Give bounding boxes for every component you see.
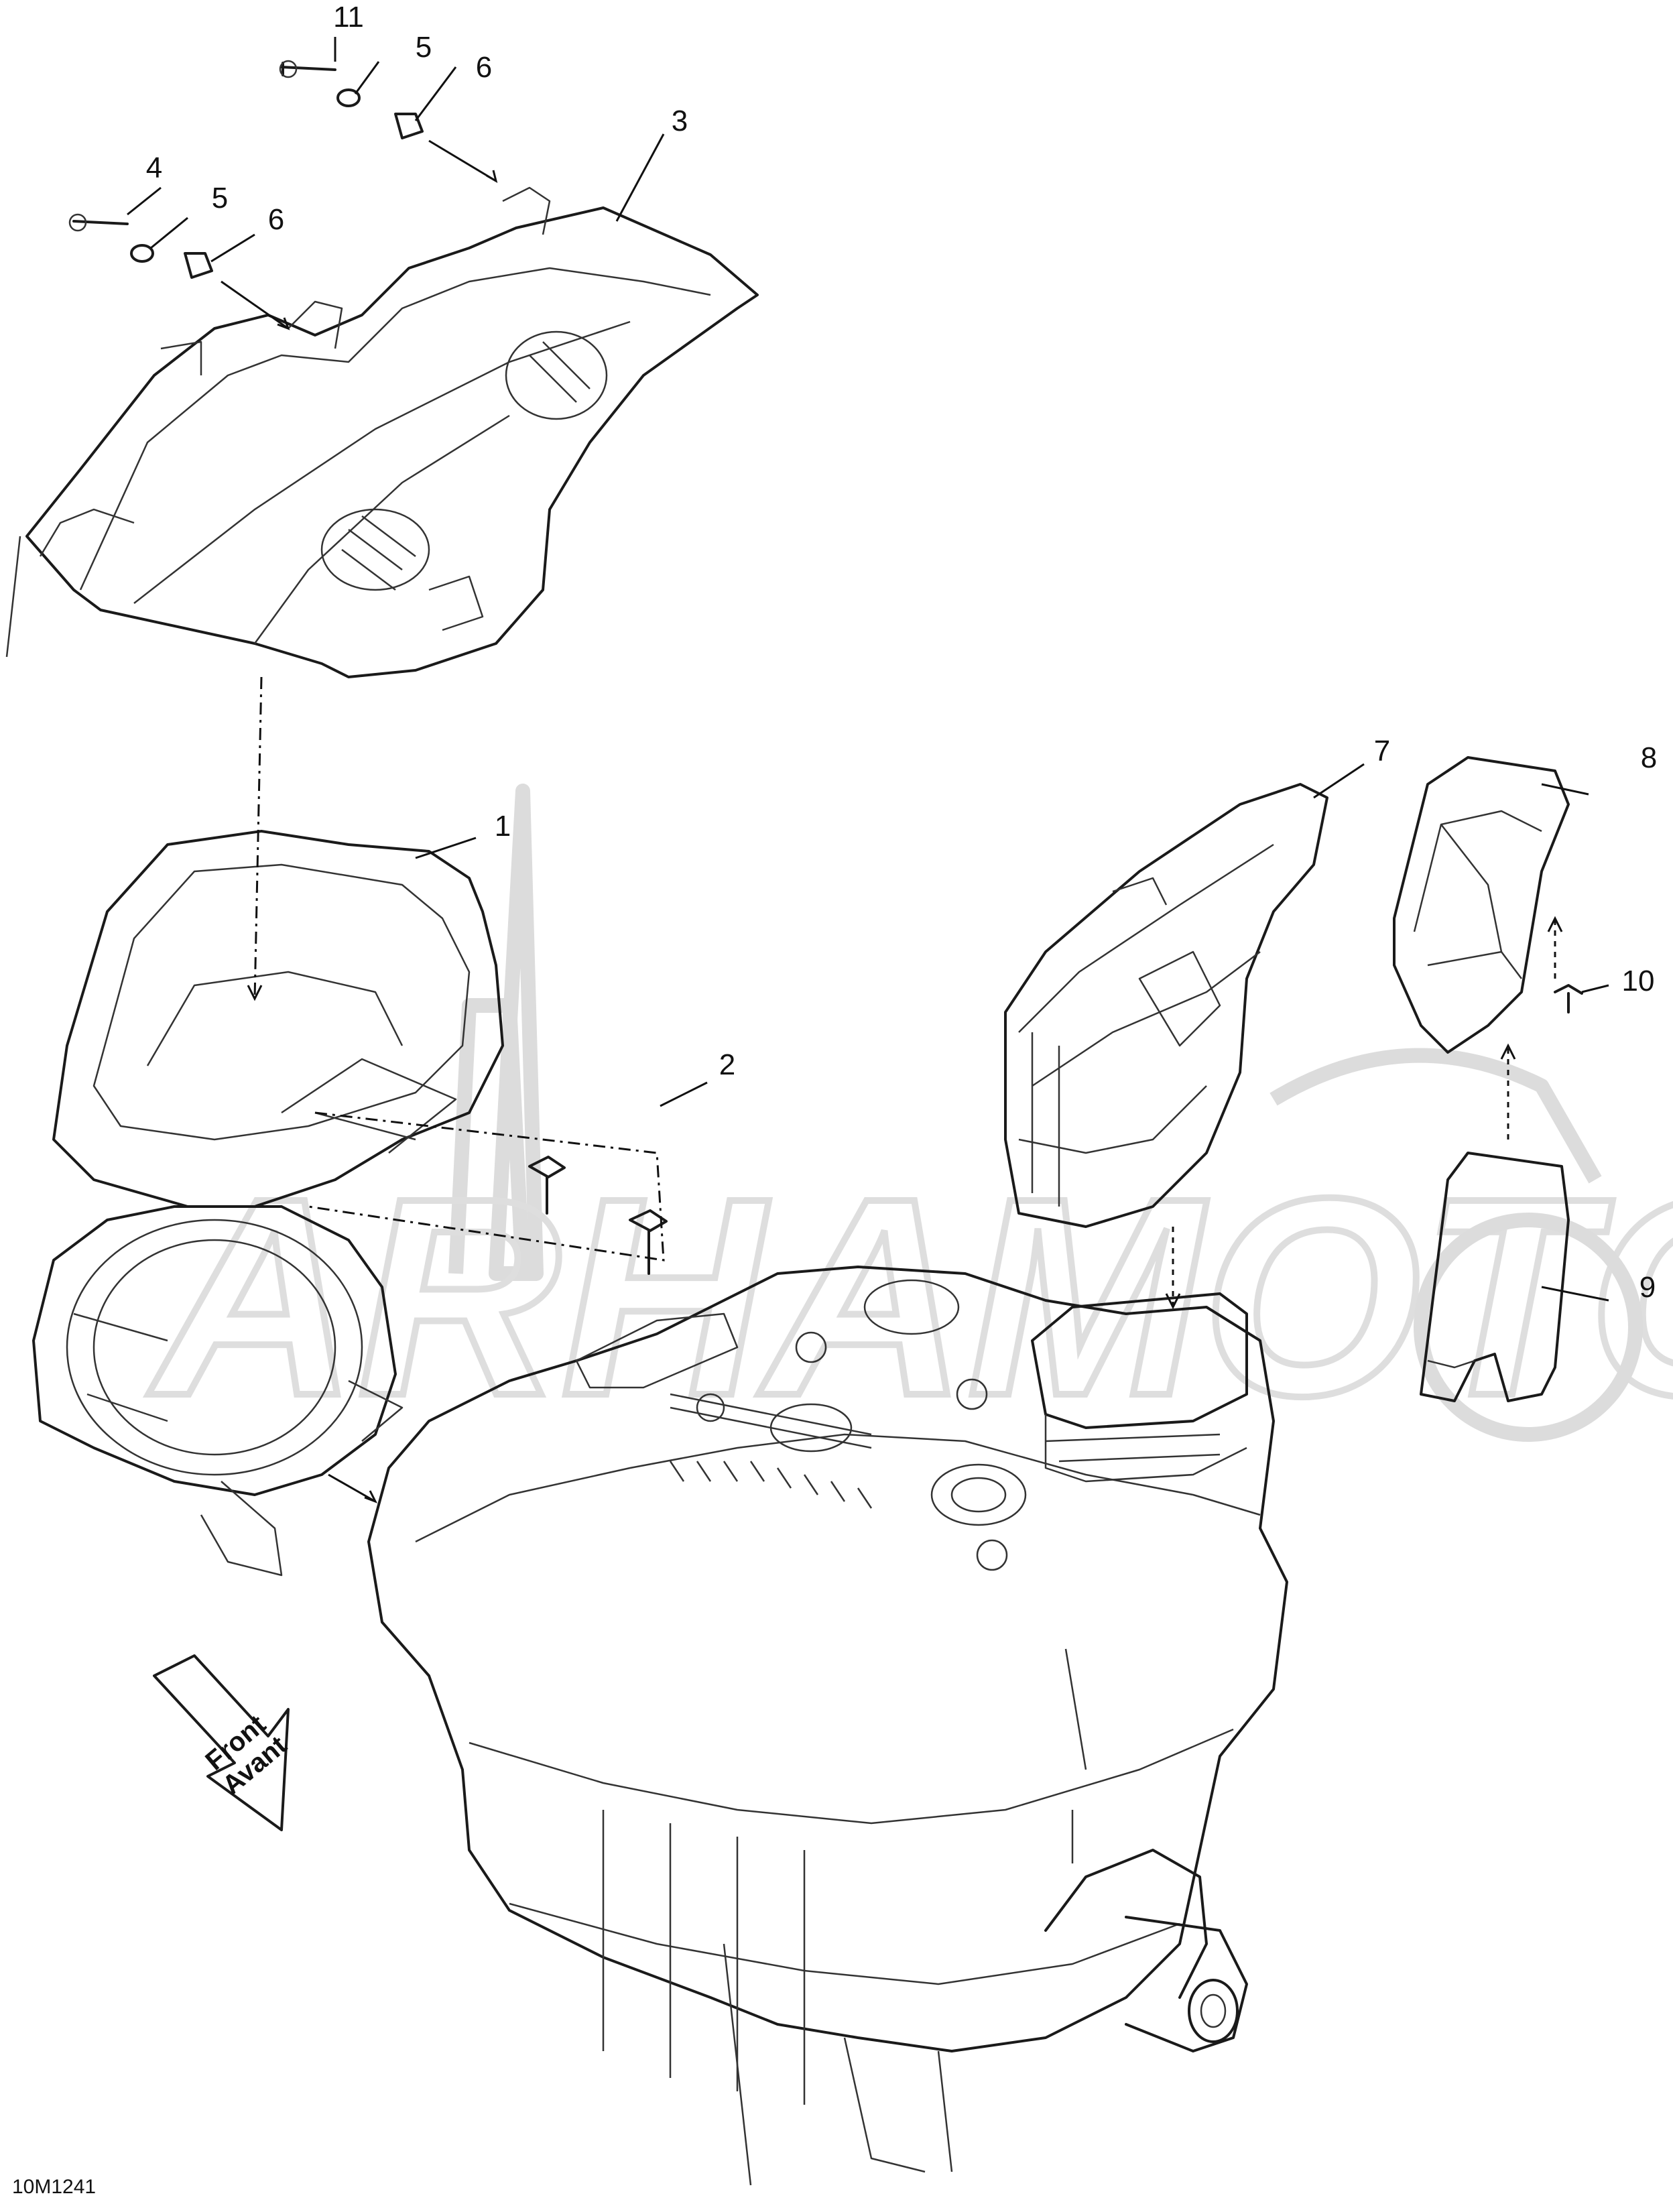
callout-6b: 6 [268, 203, 284, 236]
callout-5b: 5 [212, 182, 228, 214]
fastener-2-bolt-lower [528, 1156, 566, 1215]
callout-4: 4 [146, 151, 162, 184]
callout-6a: 6 [476, 51, 492, 84]
fastener-5a-washer [336, 88, 361, 107]
part-8-duct-cover [1393, 756, 1570, 1054]
figure-id: 10M1241 [12, 2176, 96, 2198]
fastener-6b-nut [184, 252, 213, 279]
watermark-logo: ARHAMOTO [142, 784, 1673, 1458]
fastener-10-screw [1554, 984, 1583, 1013]
fastener-5b-washer [130, 244, 154, 263]
callout-10: 10 [1622, 965, 1655, 997]
callout-1: 1 [495, 810, 511, 843]
callout-3: 3 [672, 105, 688, 137]
callout-8: 8 [1641, 741, 1657, 774]
callout-2: 2 [719, 1048, 735, 1081]
callout-labels: 11 5 6 3 4 5 6 1 2 7 8 10 9 [146, 1, 1657, 1304]
fastener-11-screw [279, 60, 336, 78]
callout-9: 9 [1639, 1271, 1656, 1304]
callout-leaders [127, 37, 1609, 1302]
assembly-lines [221, 139, 1563, 1503]
fastener-6a-nut [394, 113, 424, 139]
fastener-2-bolt-upper [629, 1209, 668, 1275]
part-3-upper-cover [5, 186, 759, 678]
fastener-4-screw [68, 213, 129, 232]
engine-assembly [367, 1266, 1288, 2186]
front-direction-arrow: Front Avant [153, 1654, 292, 1831]
callout-5a: 5 [416, 31, 432, 64]
part-7-air-duct [1004, 783, 1328, 1228]
callout-11: 11 [333, 1, 364, 34]
part-1-front-housing [32, 830, 504, 1577]
part-9-pad [1420, 1152, 1570, 1402]
callout-7: 7 [1374, 735, 1390, 767]
svg-text:ARHAMOTO: ARHAMOTO [145, 1140, 1673, 1455]
